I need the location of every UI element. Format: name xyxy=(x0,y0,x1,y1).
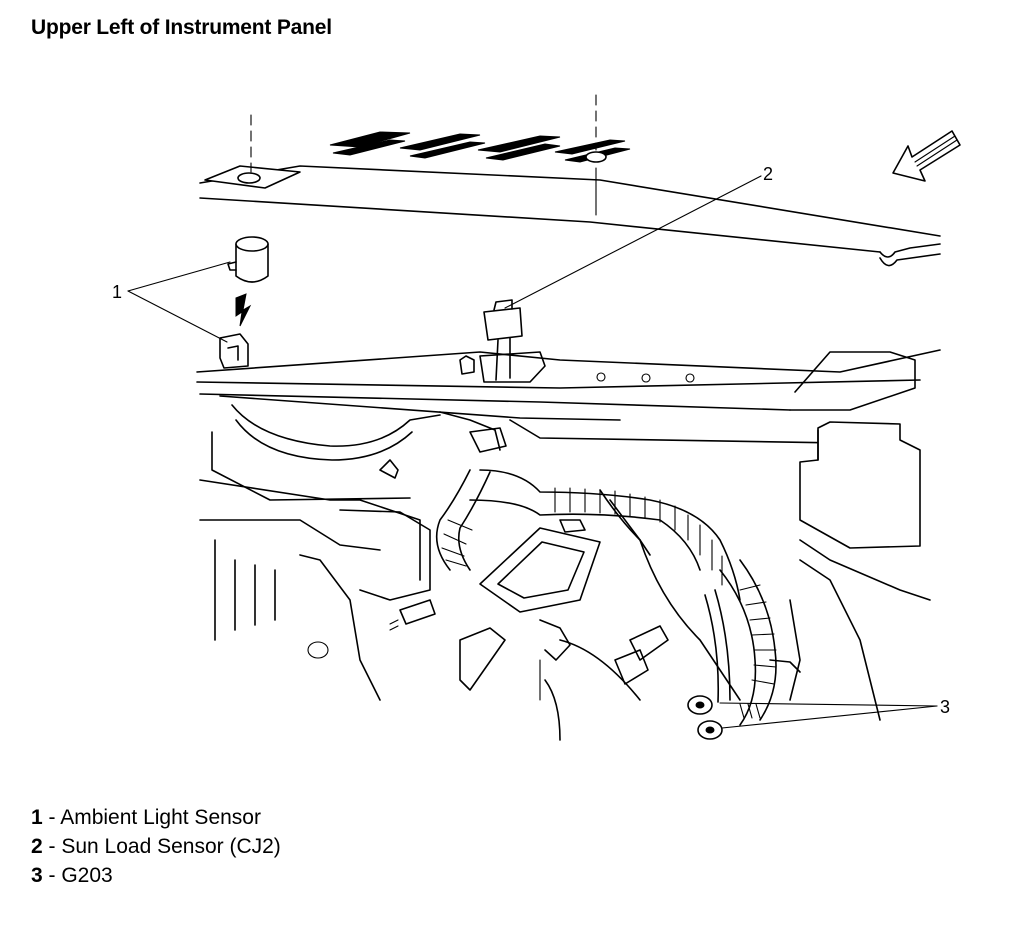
component-legend: 1 - Ambient Light Sensor 2 - Sun Load Se… xyxy=(31,803,281,890)
legend-item-ambient-light-sensor: 1 - Ambient Light Sensor xyxy=(31,803,281,832)
ambient-light-sensor xyxy=(219,236,269,369)
sun-load-sensor-mount-hole xyxy=(585,151,607,163)
defroster-vent-grille xyxy=(329,131,631,163)
legend-number: 2 xyxy=(31,835,43,858)
cowl-crossmember xyxy=(196,349,941,445)
center-air-duct xyxy=(459,499,741,741)
wire-harness xyxy=(231,404,777,726)
legend-item-g203: 3 - G203 xyxy=(31,861,281,890)
legend-text: - Ambient Light Sensor xyxy=(42,806,261,829)
diagram-title: Upper Left of Instrument Panel xyxy=(31,16,332,39)
legend-text: - Sun Load Sensor (CJ2) xyxy=(42,835,281,858)
view-direction-arrow xyxy=(892,130,961,182)
legend-item-sun-load-sensor: 2 - Sun Load Sensor (CJ2) xyxy=(31,832,281,861)
callout-leader-lines xyxy=(127,175,938,729)
legend-number: 3 xyxy=(31,864,43,887)
legend-text: - G203 xyxy=(42,864,113,887)
right-side-module xyxy=(614,421,931,721)
callout-2: 2 xyxy=(763,164,773,184)
lower-dash-structure xyxy=(199,431,436,701)
ground-terminals xyxy=(687,695,761,740)
callout-1: 1 xyxy=(112,282,122,302)
sun-load-sensor xyxy=(479,299,546,383)
callout-3: 3 xyxy=(940,697,950,717)
dash-top-panel xyxy=(199,94,941,267)
legend-number: 1 xyxy=(31,806,43,829)
